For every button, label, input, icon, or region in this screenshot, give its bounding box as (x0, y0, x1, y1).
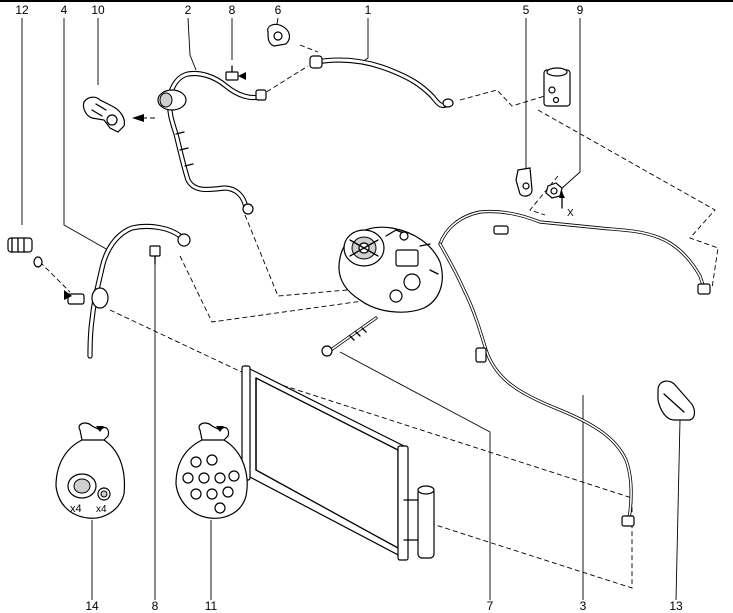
clamp-10 (82, 96, 144, 133)
o-ring-kit-11 (175, 422, 248, 519)
marker-x-label: X (567, 208, 574, 219)
compressor (338, 226, 443, 313)
bolt-8-top (225, 65, 246, 81)
callout-11: 11 (205, 599, 218, 613)
assembly-dashed-lines (39, 44, 719, 589)
callout-2: 2 (185, 3, 192, 17)
callout-1: 1 (365, 3, 372, 17)
pipe-3-discharge-line (438, 209, 711, 527)
callout-labels: 12 4 10 2 8 6 1 5 9 14 8 11 7 3 13 (15, 3, 683, 613)
pipe-4-hose (67, 223, 191, 359)
callout-8-bottom: 8 (152, 599, 159, 613)
repair-kit-14 (55, 422, 126, 519)
callout-9: 9 (577, 3, 584, 17)
callout-14: 14 (85, 599, 99, 613)
pressure-switch-12 (7, 237, 72, 300)
bracket-5 (515, 167, 533, 197)
bolt-7 (321, 316, 378, 357)
callout-7: 7 (487, 599, 494, 613)
callout-5: 5 (523, 3, 530, 17)
callout-6: 6 (275, 3, 282, 17)
pipe-1-low-pressure-line (309, 55, 454, 108)
bolt-8-mid (149, 245, 161, 265)
nut-9 (545, 182, 565, 209)
kit-14-qty-seal: x4 (70, 503, 82, 515)
seal-6 (267, 23, 291, 47)
callout-8-top: 8 (229, 3, 236, 17)
clip-13 (657, 380, 696, 421)
kit-14-qty-nut: x4 (96, 504, 107, 515)
callout-13: 13 (669, 599, 683, 613)
callout-10: 10 (91, 3, 105, 17)
condenser (241, 365, 435, 561)
expansion-valve (543, 67, 571, 107)
leader-lines (21, 17, 681, 601)
pipe-2-suction-line (157, 70, 267, 215)
callout-12: 12 (15, 3, 29, 17)
callout-4: 4 (61, 3, 68, 17)
callout-3: 3 (580, 599, 587, 613)
